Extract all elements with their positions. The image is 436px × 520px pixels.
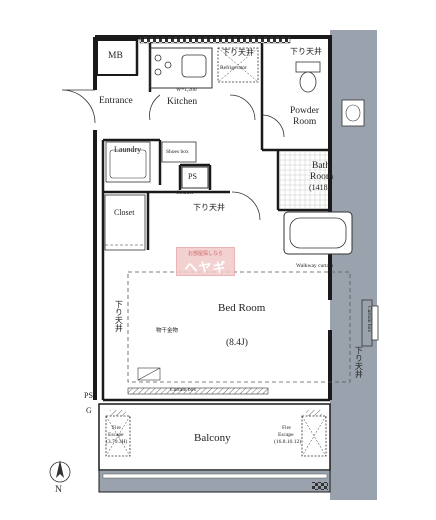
- refrigerator-space: [217, 47, 259, 83]
- balcony-rail-top: [139, 36, 291, 44]
- drop-ceiling-left: 下り天井: [114, 300, 124, 332]
- fire-escape-right-1: Fire: [282, 425, 291, 431]
- kitchen-sink: [181, 54, 207, 78]
- toilet-tank: [295, 61, 321, 73]
- stove-burner: [154, 68, 162, 76]
- bed-size-label: (8.4J): [226, 338, 248, 348]
- ps-box: [181, 166, 209, 189]
- right-shaft-inner: [334, 36, 373, 88]
- refrigerator-label: Refrigerator: [220, 65, 247, 71]
- furniture-note: 物干金物: [156, 328, 179, 334]
- shoes-box-label: Shoes box: [166, 149, 189, 155]
- bath-floor: [280, 152, 328, 208]
- hanger-rail: [137, 367, 161, 381]
- balcony-area: [98, 403, 331, 471]
- fire-escape-left-3: (3.79.3H): [106, 439, 128, 445]
- kitchen-door: [229, 94, 256, 121]
- counter-label: Counter: [176, 190, 194, 196]
- balcony-slab: [98, 469, 331, 493]
- watermark-top: お部屋探しなら: [187, 251, 223, 257]
- ps-label: PS: [188, 172, 197, 181]
- walkway-note: Walkway curtain: [296, 263, 334, 269]
- powder-room-label-2: Room: [293, 117, 317, 127]
- drop-ceiling-top: 下り天井: [222, 48, 254, 57]
- drop-ceiling-right: 下り天井: [354, 346, 364, 378]
- entrance-door: [61, 89, 96, 124]
- balcony-edge: [102, 473, 328, 479]
- curtain-box: [127, 387, 269, 395]
- bathtub: [283, 211, 353, 255]
- kitchen-label: Kitchen: [167, 97, 198, 107]
- kitchen-counter: [149, 47, 213, 89]
- fire-escape-right-2: Escape: [278, 432, 294, 438]
- curtain-box-side-label: Curtain box: [365, 306, 372, 333]
- bedroom-door: [231, 191, 261, 221]
- balcony-hatch-right: [306, 410, 322, 416]
- closet: [104, 194, 146, 251]
- drop-ceiling-mid: 下り天井: [193, 203, 225, 212]
- fire-escape-right-3: (16.8.10.12): [274, 439, 302, 445]
- drop-ceiling-top-2: 下り天井: [290, 47, 322, 56]
- north-arrow-icon: [56, 460, 64, 478]
- bath-size-label: (1418): [309, 183, 331, 192]
- mb-label: MB: [108, 51, 123, 61]
- stove-burner: [154, 54, 162, 62]
- kitchen-door-2: [149, 94, 161, 121]
- balcony-hatch-left: [110, 410, 126, 416]
- laundry-pan: [105, 141, 151, 183]
- kitchen-width-label: W=1,200: [176, 87, 197, 93]
- bath-label-1: Bath: [312, 161, 330, 171]
- powder-door: [261, 114, 285, 138]
- closet-label: Closet: [114, 208, 135, 217]
- fire-escape-left-2: Escape: [108, 432, 124, 438]
- balcony-rail-bottom: [312, 482, 328, 490]
- north-label: N: [55, 485, 62, 495]
- toilet-bowl: [299, 71, 317, 93]
- fire-escape-left-1: Fire: [112, 425, 121, 431]
- laundry-label: Laundry: [114, 145, 142, 154]
- ps-mark: PS: [84, 391, 93, 400]
- bedroom-window: [371, 305, 379, 341]
- bedroom-ceiling-outline: [127, 271, 351, 383]
- watermark-logo: お部屋探しなら ヘヤギメ!: [176, 247, 235, 294]
- powder-room-label-1: Powder: [290, 106, 320, 116]
- mb-closet: [96, 39, 138, 76]
- curtain-box-label: Curtain box: [170, 387, 197, 393]
- watermark-main: ヘヤギメ!: [184, 260, 227, 294]
- bath-label-2: Room: [310, 172, 334, 182]
- balcony-label: Balcony: [194, 432, 231, 444]
- g-mark: G: [86, 406, 92, 415]
- stove-burner: [164, 61, 172, 69]
- entrance-label: Entrance: [99, 96, 133, 106]
- powder-sink: [341, 99, 365, 127]
- shoes-box: [161, 141, 197, 163]
- bed-room-label: Bed Room: [218, 302, 266, 314]
